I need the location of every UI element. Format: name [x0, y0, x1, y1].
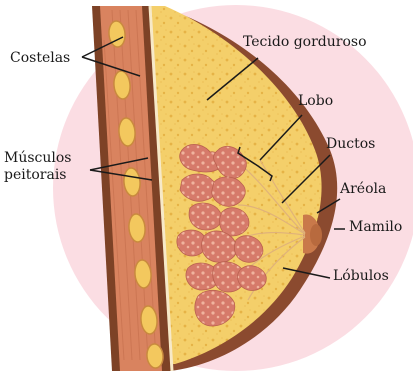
label-lobulos: Lóbulos: [333, 268, 389, 285]
label-costelas: Costelas: [10, 50, 70, 67]
label-ductos: Ductos: [326, 136, 375, 153]
label-areola: Aréola: [340, 181, 386, 198]
label-tecido-gorduroso: Tecido gorduroso: [243, 34, 367, 51]
label-lobo: Lobo: [298, 93, 333, 110]
label-mamilo: Mamilo: [349, 219, 402, 236]
label-musculos-peitorais: Músculos peitorais: [4, 150, 94, 184]
nipple: [310, 224, 322, 246]
